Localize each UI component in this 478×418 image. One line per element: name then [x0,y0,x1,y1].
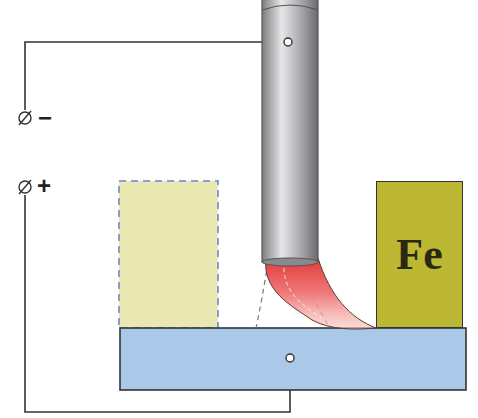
base-plate [120,328,466,390]
terminal-symbol [19,111,31,194]
terminal-point [284,38,292,46]
welding-arc [266,258,376,329]
electrode [262,0,318,262]
polarity-sign: + [37,174,51,198]
electrode [262,5,318,10]
arc-trace [284,268,322,318]
terminal-symbol [19,181,31,193]
wire [25,42,284,110]
element-symbol: Fe [396,229,442,280]
terminal-symbol [19,111,31,125]
terminal-symbol [19,112,31,124]
polarity-sign: − [38,106,52,130]
terminal-point [286,354,294,362]
element-block: Fe [376,181,463,328]
terminal-symbol [19,180,31,194]
dashed-block [119,181,218,328]
electrode [262,258,318,266]
